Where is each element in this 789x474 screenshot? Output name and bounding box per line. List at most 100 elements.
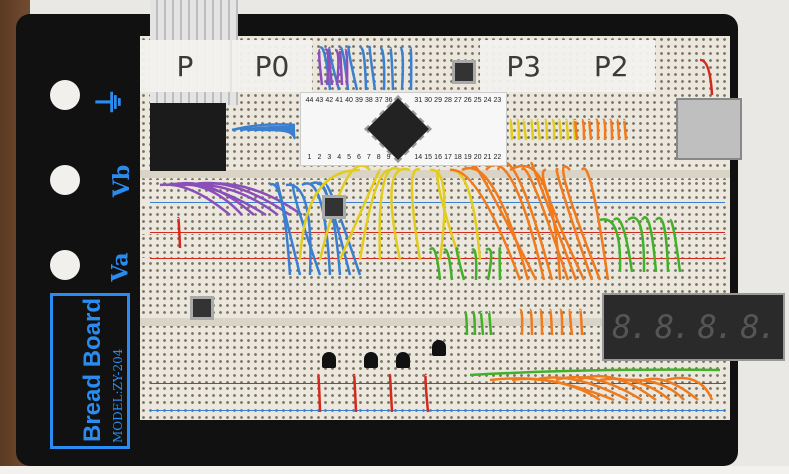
jumper-wire bbox=[581, 118, 586, 141]
pin-label: 1 bbox=[307, 154, 312, 161]
jumper-wire bbox=[587, 118, 593, 141]
jumper-wire bbox=[316, 373, 322, 413]
ground-terminal-hole bbox=[50, 80, 80, 110]
jumper-wire bbox=[359, 46, 368, 91]
jumper-wire bbox=[231, 123, 296, 132]
breadboard-terminal-area bbox=[140, 36, 730, 420]
jumper-wire bbox=[599, 218, 622, 273]
jumper-wire bbox=[455, 247, 466, 281]
jumper-wire bbox=[429, 168, 446, 261]
jumper-wire bbox=[580, 167, 610, 281]
jumper-wire bbox=[338, 168, 382, 261]
pin-label: 14 bbox=[414, 154, 423, 161]
jumper-wire bbox=[449, 168, 522, 281]
rail-line-blue bbox=[150, 410, 725, 411]
jumper-wire bbox=[668, 218, 682, 273]
reset-button[interactable] bbox=[452, 60, 476, 84]
jumper-wire bbox=[530, 162, 578, 281]
transistor bbox=[322, 352, 336, 368]
jumper-wire bbox=[508, 118, 514, 141]
jumper-wire bbox=[699, 58, 714, 96]
tape-label-p0: P0 bbox=[232, 40, 312, 92]
jumper-wire bbox=[338, 48, 344, 86]
jumper-wire bbox=[564, 118, 570, 141]
pin-label: 15 bbox=[424, 154, 433, 161]
jumper-wire bbox=[398, 46, 405, 91]
jumper-wire bbox=[615, 118, 621, 141]
jumper-wire bbox=[622, 118, 628, 141]
pin-label: 18 bbox=[453, 154, 462, 161]
jumper-wire bbox=[334, 48, 340, 86]
jumper-wire bbox=[287, 128, 297, 140]
pin-label: 29 bbox=[434, 97, 442, 104]
jumper-wire bbox=[291, 183, 322, 276]
jumper-wire bbox=[609, 118, 614, 141]
jumper-wire bbox=[471, 248, 478, 281]
jumper-wire bbox=[485, 247, 493, 281]
pin-label bbox=[404, 97, 413, 104]
tape-label-p3-p2: P3 P2 bbox=[480, 40, 655, 92]
jumper-wire bbox=[352, 373, 358, 413]
pin-label: 42 bbox=[325, 97, 334, 104]
jumper-wire bbox=[358, 168, 391, 261]
jumper-wire bbox=[343, 48, 349, 86]
jumper-wire bbox=[390, 167, 411, 261]
jumper-wire bbox=[463, 310, 469, 336]
push-button[interactable] bbox=[322, 195, 346, 219]
jumper-wire bbox=[301, 182, 332, 276]
push-button[interactable] bbox=[190, 296, 214, 320]
jumper-wire bbox=[443, 248, 454, 281]
pin-label: 9 bbox=[386, 154, 391, 161]
jumper-wire bbox=[599, 377, 671, 401]
jumper-wire bbox=[479, 310, 485, 336]
pin-label: 19 bbox=[463, 154, 472, 161]
display-digit: 8. bbox=[654, 308, 692, 346]
pin-label: 20 bbox=[473, 154, 482, 161]
jumper-wire bbox=[428, 247, 442, 281]
jumper-wire bbox=[388, 46, 395, 91]
jumper-wire bbox=[176, 216, 182, 249]
pin-label: 24 bbox=[483, 97, 492, 104]
jumper-wire bbox=[571, 118, 577, 141]
pin-label: 5 bbox=[347, 154, 352, 161]
pin-label: 30 bbox=[424, 97, 433, 104]
pin-label: 41 bbox=[335, 97, 344, 104]
jumper-wire bbox=[378, 167, 401, 261]
pin-label: 39 bbox=[355, 97, 363, 104]
pin-label: 28 bbox=[444, 97, 452, 104]
rail-divider bbox=[140, 170, 730, 178]
va-terminal-hole bbox=[50, 250, 80, 280]
pin-label: 22 bbox=[493, 154, 502, 161]
transistor bbox=[396, 352, 410, 368]
pin-label: 4 bbox=[337, 154, 342, 161]
tape-label-p3: P3 bbox=[506, 49, 542, 83]
pin-label: 40 bbox=[345, 97, 353, 104]
rail-line-red bbox=[150, 232, 725, 233]
usb-connector bbox=[676, 98, 742, 160]
jumper-wire bbox=[627, 216, 646, 273]
display-digit: 8. bbox=[612, 308, 649, 346]
jumper-wire bbox=[522, 118, 528, 141]
pin-label: 25 bbox=[473, 97, 482, 104]
jumper-wire bbox=[538, 308, 544, 336]
pin-label: 23 bbox=[493, 97, 502, 104]
pin-label: 26 bbox=[463, 97, 472, 104]
jumper-wire bbox=[327, 48, 334, 86]
pin-label: 8 bbox=[376, 154, 381, 161]
jumper-wire bbox=[487, 310, 493, 336]
jumper-wire bbox=[602, 118, 607, 141]
jumper-wire bbox=[347, 45, 359, 91]
pin-label: 2 bbox=[317, 154, 322, 161]
pin-label: 6 bbox=[357, 154, 361, 161]
display-digit: 8. bbox=[697, 308, 735, 346]
paper-edge bbox=[0, 466, 789, 474]
jumper-wire bbox=[548, 308, 554, 336]
jumper-wire bbox=[195, 182, 303, 217]
pin-label: 17 bbox=[444, 154, 452, 161]
pin-label: 16 bbox=[434, 154, 442, 161]
rail-line-red bbox=[150, 383, 725, 384]
pin-label: 38 bbox=[364, 97, 373, 104]
